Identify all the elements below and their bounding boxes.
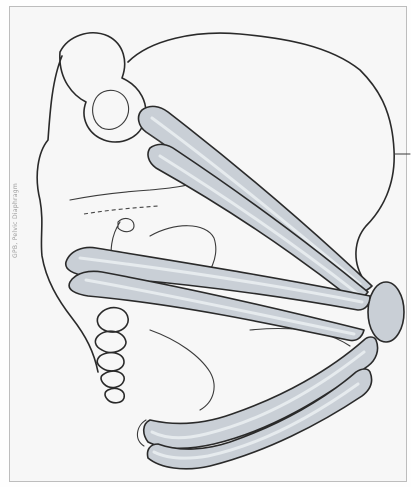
obturator-inner-outline — [93, 90, 129, 129]
cavity-curve-lower — [150, 330, 214, 410]
small-foramen — [118, 219, 134, 232]
pelvic-inlet-dashed-line — [84, 206, 158, 214]
coccyx — [95, 308, 128, 403]
pelvic-sidewall-outline — [37, 56, 98, 372]
perineal-body — [368, 282, 404, 342]
pelvic-inlet-line — [70, 182, 196, 200]
lower-ligament-band — [144, 337, 378, 469]
ischial-spine-outline — [60, 33, 146, 142]
